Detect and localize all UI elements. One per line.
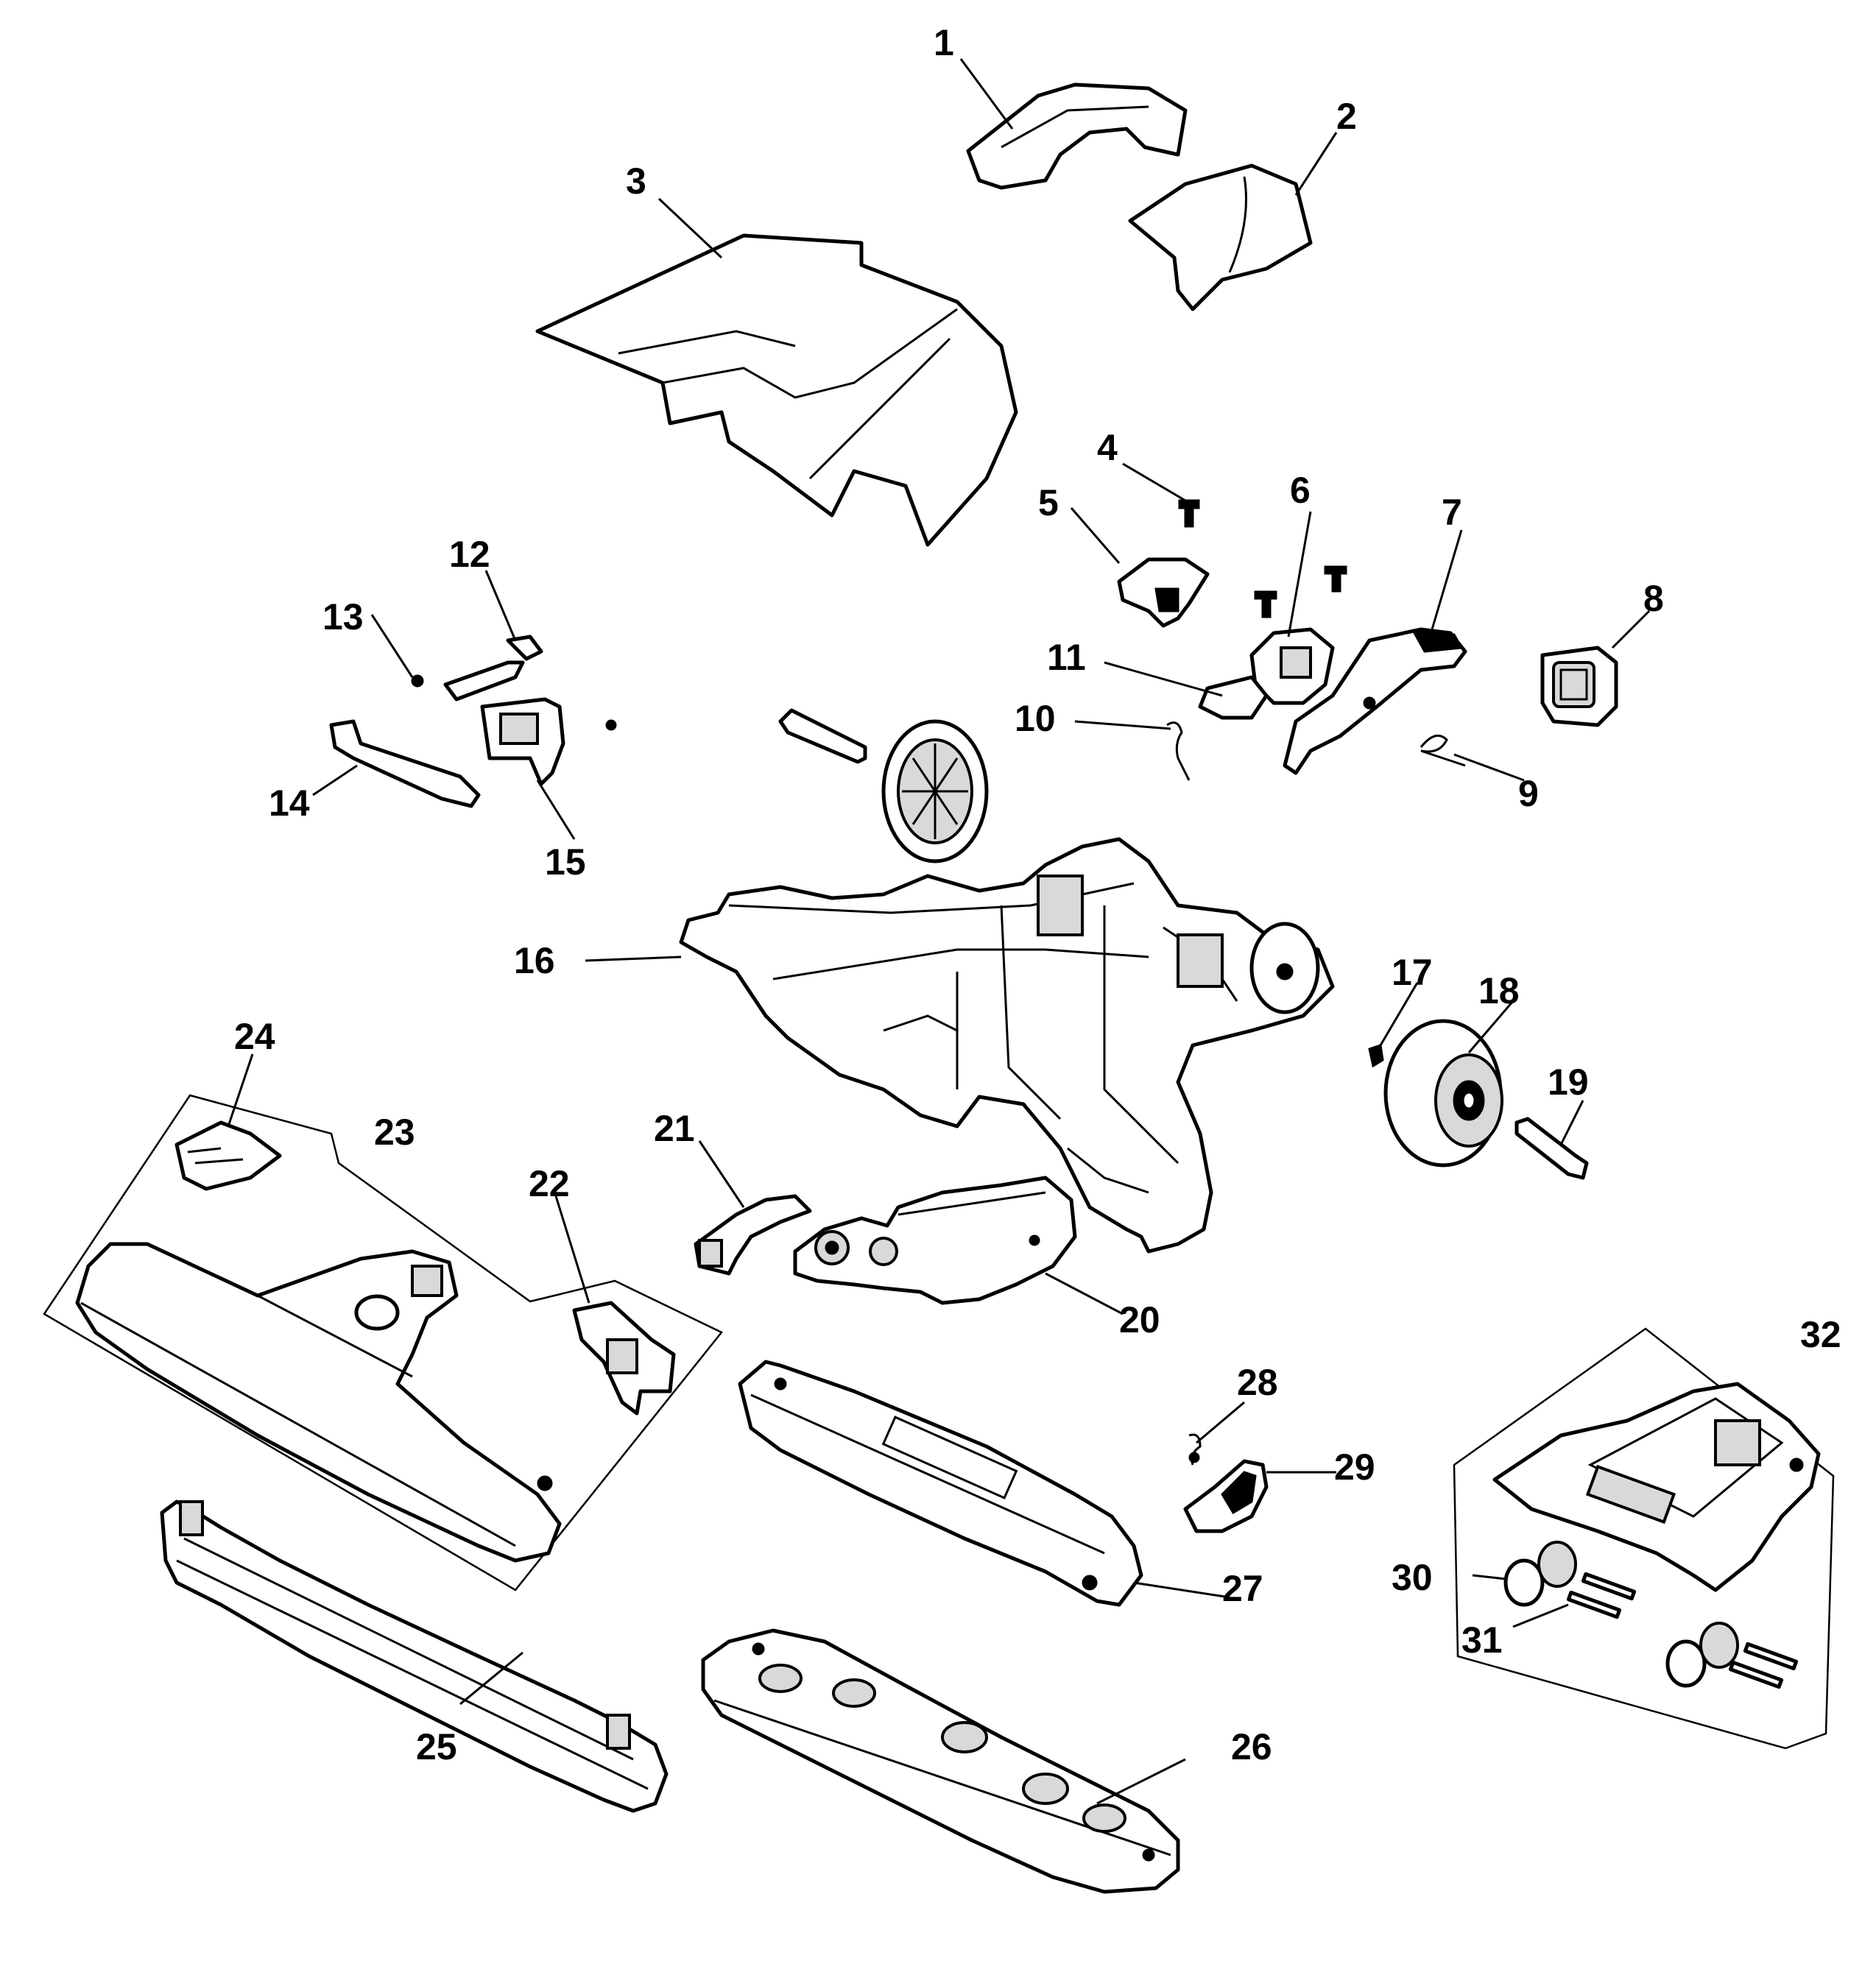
part-19-axle <box>1514 1117 1589 1180</box>
callout-18: 18 <box>1478 970 1520 1011</box>
part-27-bottom-plate <box>738 1360 1143 1607</box>
callout-29: 29 <box>1334 1446 1375 1488</box>
part-29-clip <box>1183 1459 1269 1533</box>
part-31-pin <box>1566 1572 1799 1689</box>
callout-5: 5 <box>1038 482 1059 523</box>
axle-left <box>778 708 867 764</box>
part-21-clip <box>694 1194 812 1276</box>
part-9-clip <box>1420 734 1466 767</box>
callout-21: 21 <box>654 1108 695 1149</box>
callout-25: 25 <box>416 1726 457 1767</box>
callout-13: 13 <box>322 596 364 637</box>
wheel-left <box>881 719 989 863</box>
callout-4: 4 <box>1097 427 1118 468</box>
callout-15: 15 <box>545 841 586 883</box>
group-23-outline <box>43 1094 723 1591</box>
part-8-duct-collar <box>1540 646 1618 727</box>
part-7-pedal <box>1283 627 1467 775</box>
part-30-bearing <box>1503 1541 1739 1688</box>
callout-31: 31 <box>1461 1619 1503 1661</box>
part-1-handle-cover <box>966 82 1188 190</box>
callout-11: 11 <box>1047 637 1086 678</box>
callout-3: 3 <box>626 160 646 202</box>
callout-30: 30 <box>1392 1557 1433 1598</box>
part-10-spring <box>1166 721 1191 781</box>
part-5-bracket <box>1117 557 1210 628</box>
part-18-wheel <box>1383 1019 1503 1167</box>
part-32-housing <box>1492 1382 1821 1592</box>
callout-9: 9 <box>1518 773 1539 814</box>
part-2-rear-cover <box>1128 163 1313 311</box>
callout-19: 19 <box>1548 1061 1589 1103</box>
part-6-pedal-housing <box>1249 627 1335 705</box>
callout-24: 24 <box>234 1016 275 1057</box>
callout-1: 1 <box>934 22 954 63</box>
part-15-latch <box>480 697 617 786</box>
part-22-clip <box>572 1301 676 1416</box>
callout-7: 7 <box>1442 492 1462 533</box>
part-25-brush-roll <box>160 1499 669 1813</box>
callout-26: 26 <box>1231 1726 1272 1767</box>
part-13-nut <box>411 674 424 688</box>
part-16-base <box>679 837 1335 1254</box>
group-32-outline <box>1453 1327 1835 1750</box>
part-3-hood <box>535 233 1018 547</box>
callout-labels: 1 2 3 4 5 6 7 8 9 10 11 12 13 14 15 16 1… <box>234 22 1841 1767</box>
part-12-rod <box>443 635 543 702</box>
callout-17: 17 <box>1392 952 1433 993</box>
callout-16: 16 <box>514 940 555 981</box>
callout-6: 6 <box>1290 470 1311 511</box>
part-23-bumper <box>75 1242 562 1563</box>
callout-23: 23 <box>374 1112 415 1153</box>
callout-8: 8 <box>1643 578 1664 619</box>
callout-2: 2 <box>1336 96 1357 137</box>
part-24-clip <box>174 1120 282 1191</box>
callout-12: 12 <box>449 534 490 575</box>
callout-10: 10 <box>1015 698 1056 739</box>
part-17-washer <box>1368 1044 1384 1068</box>
leader-lines <box>227 58 1651 1805</box>
callout-22: 22 <box>529 1163 570 1204</box>
part-20-motor-housing <box>793 1176 1077 1305</box>
part-28-screw <box>1188 1433 1202 1466</box>
callout-20: 20 <box>1119 1299 1160 1340</box>
part-4-screw <box>1178 499 1200 528</box>
callout-28: 28 <box>1237 1362 1278 1403</box>
callout-32: 32 <box>1800 1314 1841 1355</box>
part-26-bottom-guard <box>701 1628 1180 1894</box>
callout-27: 27 <box>1222 1568 1263 1609</box>
part-14-bar <box>329 719 481 808</box>
part-11-lever <box>1198 675 1269 720</box>
callout-14: 14 <box>269 782 310 824</box>
